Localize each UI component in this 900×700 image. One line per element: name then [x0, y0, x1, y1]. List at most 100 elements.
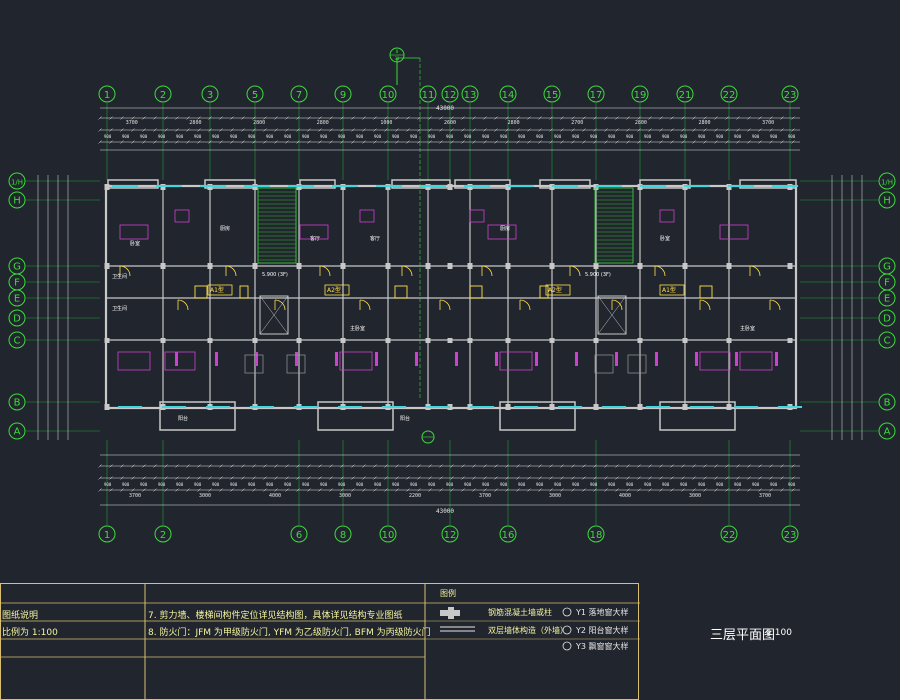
dim-segment-bottom: 2200 [409, 493, 421, 499]
dim-segment-bottom: 3700 [129, 493, 141, 499]
dim-chain: 900 [410, 482, 418, 487]
dim-segment-bottom: 3000 [689, 493, 701, 499]
wall [593, 338, 599, 343]
unit-tag-box [207, 284, 233, 296]
dim-tick [758, 128, 762, 132]
dim-tick [131, 488, 135, 492]
dim-tick [417, 488, 421, 492]
dim-tick [780, 128, 784, 132]
fixture [359, 209, 375, 223]
dim-tick [560, 464, 564, 468]
dim-tick [318, 464, 322, 468]
dim-tick [681, 128, 685, 132]
axis-label-top: 17 [590, 90, 603, 101]
axis-bubble-top [441, 85, 459, 103]
dim-tick [307, 488, 311, 492]
wall [385, 263, 391, 269]
dim-chain: 900 [302, 134, 310, 139]
dim-tick [472, 488, 476, 492]
dim-tick [560, 140, 564, 144]
dim-chain: 900 [554, 134, 562, 139]
dim-tick [450, 464, 454, 468]
dim-tick [186, 116, 190, 120]
dim-tick [329, 476, 333, 480]
dim-tick [637, 140, 641, 144]
dim-tick [494, 488, 498, 492]
dim-tick [230, 476, 234, 480]
dim-tick [142, 488, 146, 492]
wardrobe [655, 352, 658, 366]
dim-tick [439, 488, 443, 492]
dim-chain: 900 [158, 134, 166, 139]
dim-tick [758, 140, 762, 144]
dim-tick [461, 476, 465, 480]
wall [104, 338, 110, 343]
dim-tick [153, 116, 157, 120]
dim-tick [703, 140, 707, 144]
axis-label-bottom: 12 [444, 530, 457, 541]
unit-tag-box [659, 284, 685, 296]
dim-tick [593, 476, 597, 480]
axis-bubble-left [8, 172, 26, 190]
dim-tick [494, 116, 498, 120]
dim-segment-bottom: 3000 [339, 493, 351, 499]
elevator-shaft [259, 295, 289, 335]
dim-tick [274, 488, 278, 492]
axis-label-right: E [884, 294, 890, 305]
unit-tag-box [324, 284, 350, 296]
svg-text:31: 31 [395, 56, 400, 61]
dim-chain: 900 [608, 482, 616, 487]
balcony [659, 401, 736, 431]
wall [104, 404, 110, 410]
dim-tick [538, 116, 542, 120]
axis-bubble-top [461, 85, 479, 103]
dim-tick [505, 140, 509, 144]
axis-bubble-bottom [781, 525, 799, 543]
axis-label-right: A [884, 427, 891, 438]
room-label: 厨房 [500, 225, 510, 232]
furniture-layer [117, 209, 778, 374]
dim-chain: 900 [428, 482, 436, 487]
wall [726, 404, 732, 410]
dim-chain: 900 [644, 134, 652, 139]
dim-tick [109, 128, 113, 132]
dim-tick [362, 116, 366, 120]
dim-tick [472, 140, 476, 144]
wardrobe [695, 352, 698, 366]
dim-tick [241, 128, 245, 132]
dim-tick [153, 476, 157, 480]
dim-tick [197, 128, 201, 132]
dim-chain: 900 [644, 482, 652, 487]
dim-tick [241, 140, 245, 144]
dim-tick [252, 140, 256, 144]
dim-tick [648, 116, 652, 120]
dim-chain: 900 [518, 482, 526, 487]
door-swing [401, 265, 413, 277]
door-swing [439, 299, 451, 311]
dim-tick [703, 116, 707, 120]
dim-tick [417, 464, 421, 468]
dim-tick [428, 488, 432, 492]
dim-tick [560, 128, 564, 132]
wardrobe [175, 352, 178, 366]
legend-tag-1: Y1 落地窗大样 [576, 608, 629, 617]
dim-tick [681, 488, 685, 492]
dim-tick [505, 476, 509, 480]
dim-tick [780, 116, 784, 120]
dim-tick [615, 476, 619, 480]
axis-bubble-bottom [379, 525, 397, 543]
stair-level-label: 5.900 (3F) [262, 272, 288, 278]
dim-chain: 900 [518, 134, 526, 139]
dim-tick [219, 128, 223, 132]
axis-label-bottom: 16 [502, 530, 515, 541]
dim-tick [659, 488, 663, 492]
dim-tick [505, 128, 509, 132]
dim-tick [747, 116, 751, 120]
dim-tick [428, 128, 432, 132]
bay-top [739, 179, 797, 189]
dim-tick [373, 140, 377, 144]
dim-tick [582, 128, 586, 132]
dim-tick [395, 116, 399, 120]
dim-tick [307, 116, 311, 120]
dim-tick [637, 464, 641, 468]
